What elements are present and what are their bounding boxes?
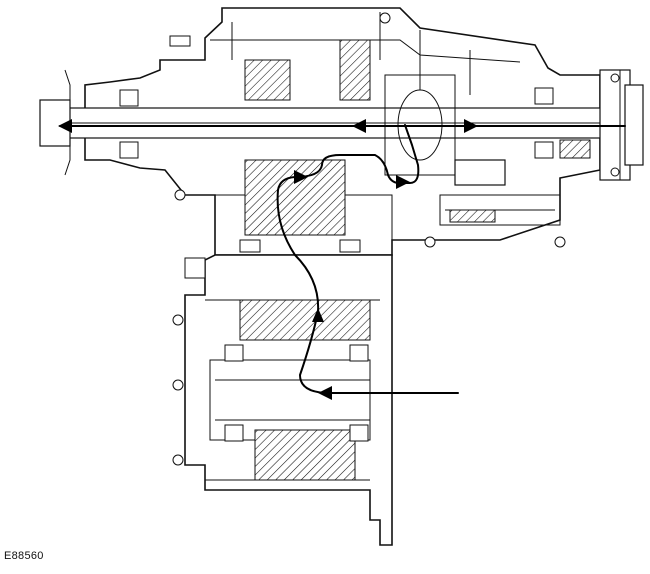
upward-flow-line	[276, 176, 331, 394]
rear-output-arrowhead	[464, 119, 478, 133]
bearings	[119, 87, 554, 442]
output-flanges	[64, 69, 621, 181]
housing-bolts	[169, 12, 566, 466]
differential-arrowhead	[396, 175, 410, 189]
to-differential-line	[294, 124, 420, 185]
center-flow-arrowhead	[352, 119, 366, 133]
power-flow-path	[58, 119, 626, 400]
figure-reference-code: E88560	[4, 550, 44, 562]
upward-arrowhead	[312, 308, 324, 322]
front-output-arrowhead	[58, 119, 72, 133]
lower-housing	[184, 254, 393, 546]
